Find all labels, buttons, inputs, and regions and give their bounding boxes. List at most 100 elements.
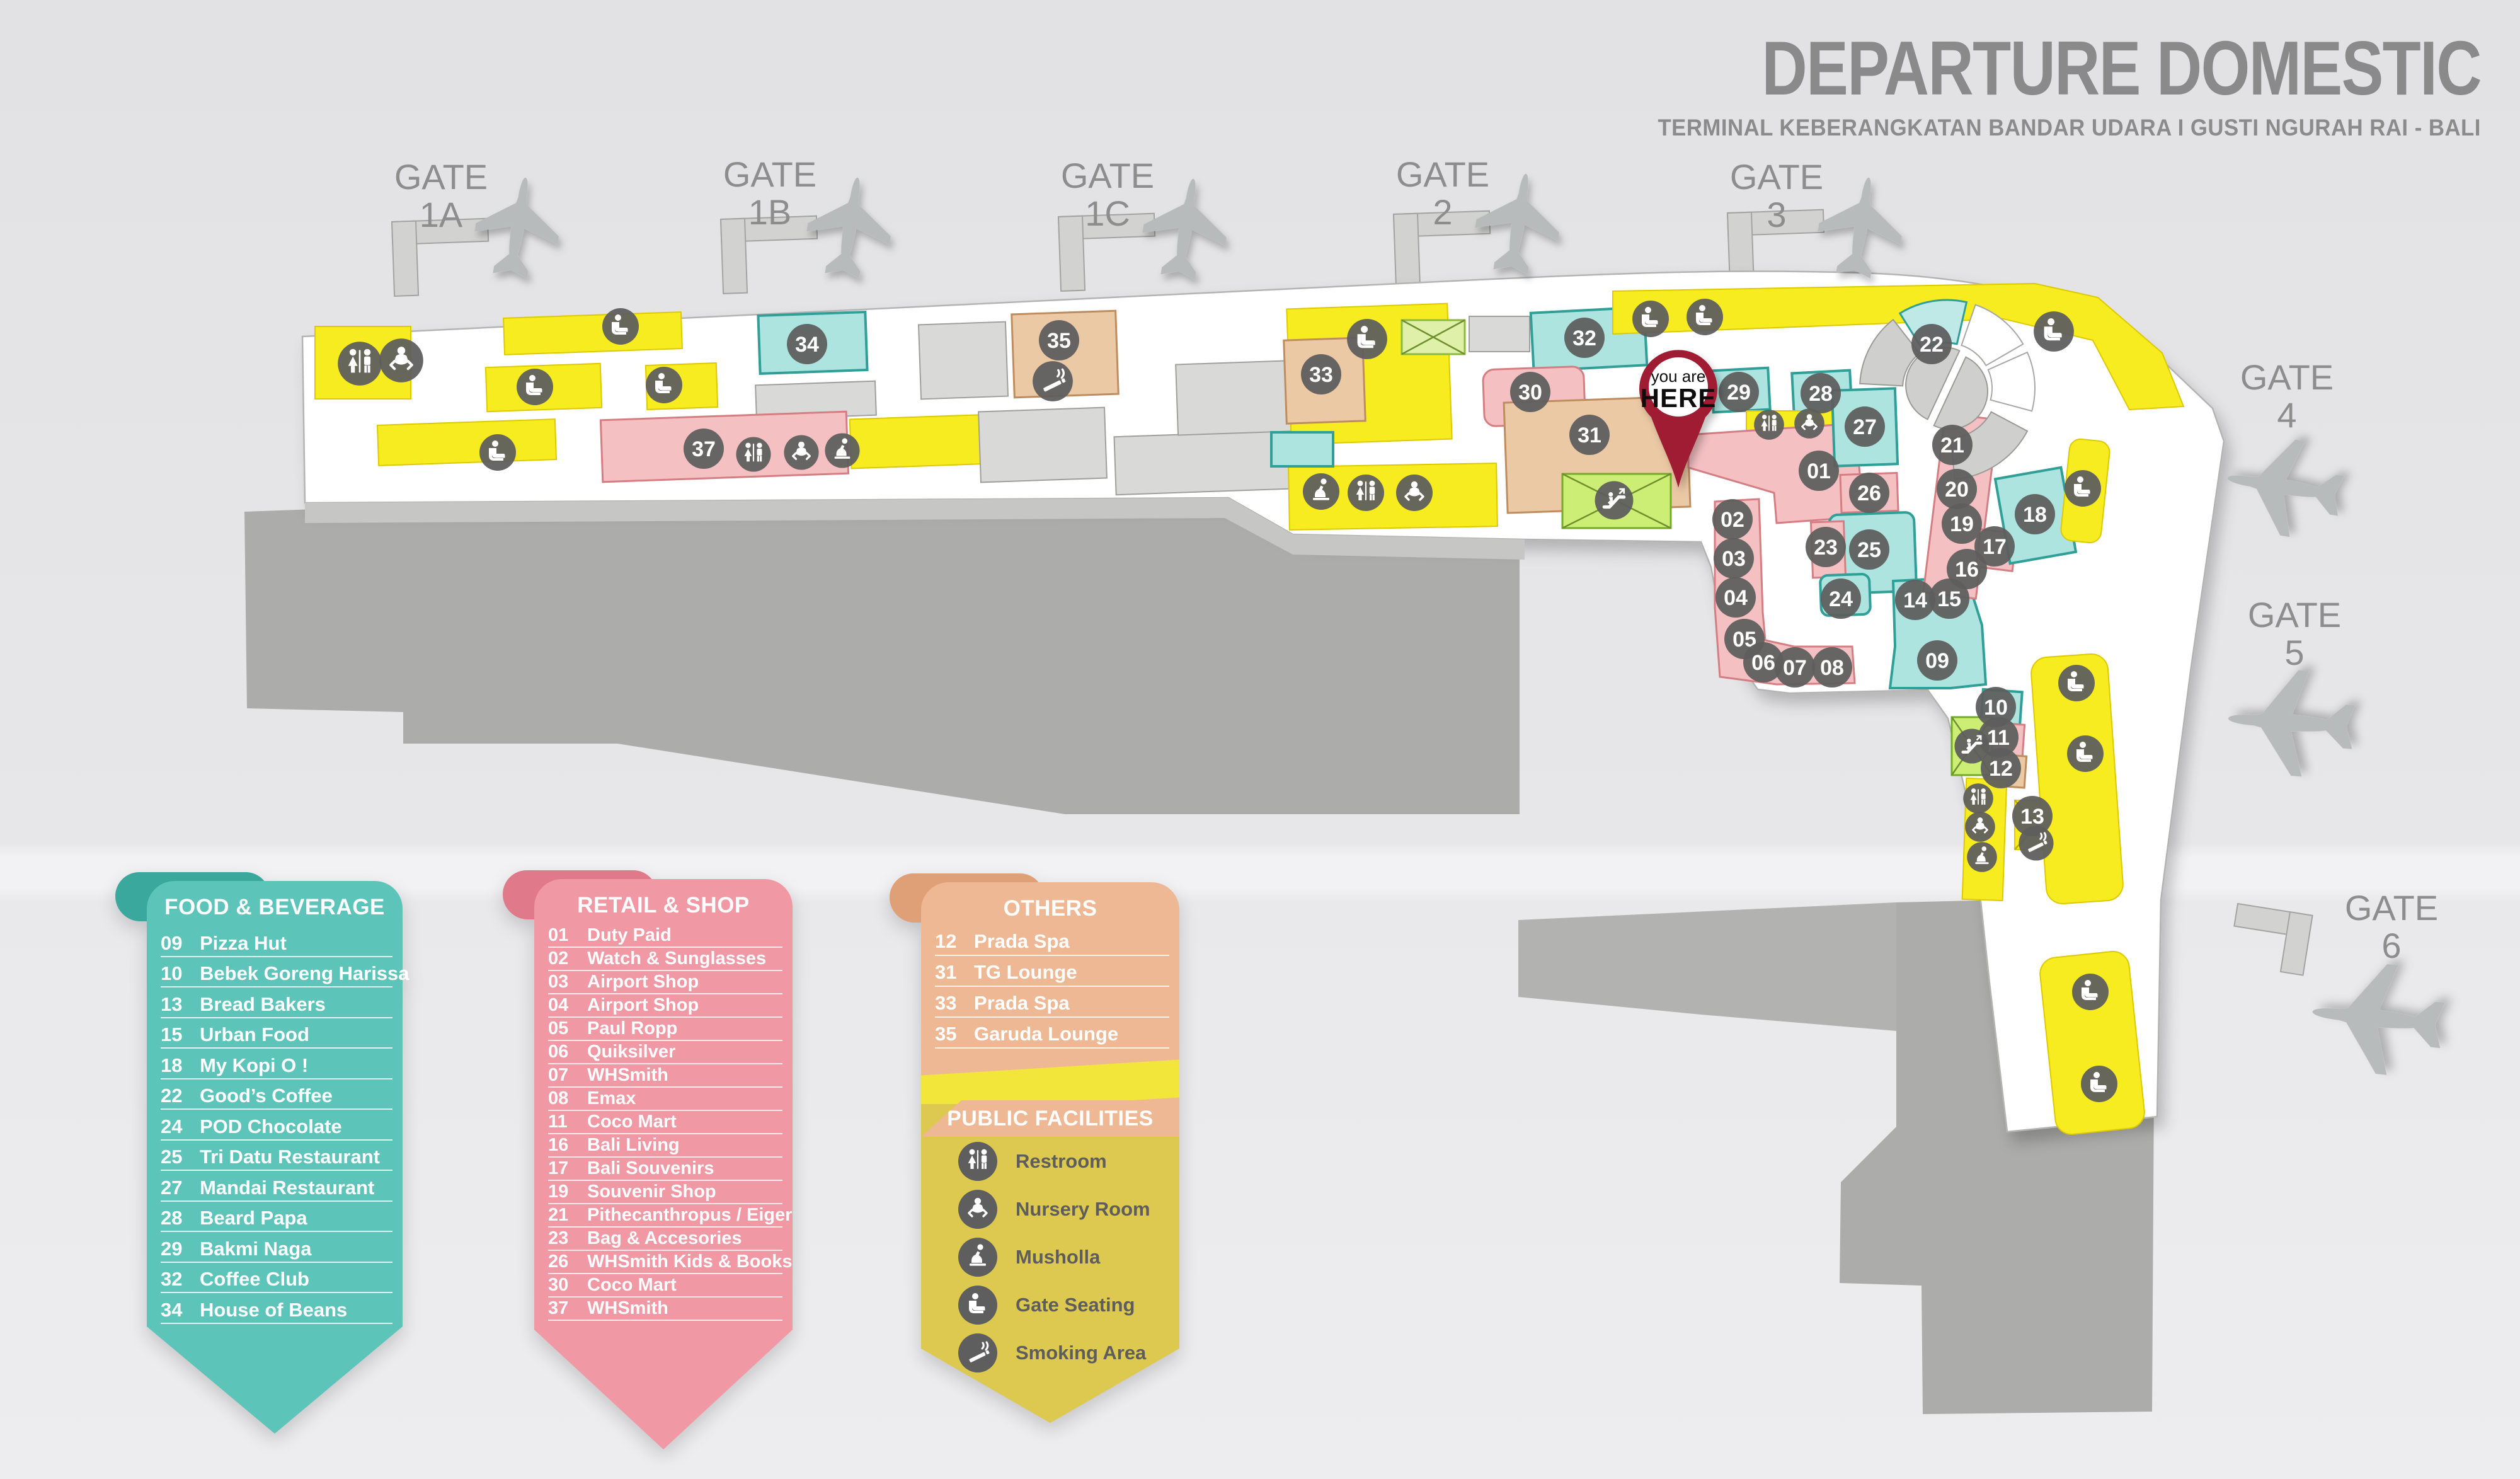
jet-bridge-gate-6 [2233, 902, 2313, 976]
svg-text:22: 22 [1920, 333, 1944, 357]
svg-text:28: 28 [1809, 382, 1833, 406]
legend-row-number: 23 [548, 1228, 569, 1248]
legend-row-number: 01 [548, 925, 569, 945]
legend-row-name: POD Chocolate [200, 1115, 342, 1137]
shop-marker-09: 09 [1917, 640, 1957, 681]
facility-icon [958, 1286, 997, 1325]
shop-marker-34: 34 [787, 324, 827, 364]
musholla-icon [1967, 842, 1997, 872]
legend-row-number: 25 [161, 1146, 183, 1168]
svg-text:02: 02 [1721, 508, 1744, 532]
legend-row: 08 Emax [548, 1088, 782, 1111]
lower-floor-left [244, 478, 1520, 814]
legend-list: 12 Prada Spa 31 TG Lounge 33 Prada Spa 3… [921, 925, 1179, 1049]
shop-marker-08: 08 [1812, 647, 1852, 688]
seat-icon [646, 367, 682, 403]
shop-marker-23: 23 [1806, 527, 1846, 567]
facility-icon [958, 1142, 997, 1181]
legend-row-name: House of Beans [200, 1298, 348, 1321]
svg-text:24: 24 [1829, 587, 1853, 611]
legend-row: 09 Pizza Hut [161, 926, 392, 957]
legend-row-number: 15 [161, 1023, 183, 1045]
legend-row-name: Quiksilver [587, 1042, 676, 1062]
map-zone-yellow [1612, 282, 2185, 411]
shop-marker-06: 06 [1743, 642, 1784, 682]
svg-text:03: 03 [1722, 547, 1746, 571]
seat-icon [1347, 319, 1387, 359]
legend-row-name: Bali Living [587, 1135, 680, 1155]
facilities-list: Restroom Nursery Room Musholla [921, 1142, 1179, 1381]
facilities-title: PUBLIC FACILITIES [921, 1100, 1179, 1137]
svg-text:21: 21 [1940, 434, 1964, 458]
legend-row-number: 12 [935, 930, 957, 952]
facility-icon [958, 1190, 997, 1229]
shop-marker-03: 03 [1714, 538, 1754, 578]
svg-text:17: 17 [1983, 535, 2007, 559]
jet-bridge-gate-1C [1057, 212, 1156, 292]
plaza-segment [1859, 318, 1921, 387]
nursery-icon [379, 338, 423, 383]
legend-row: 02 Watch & Sunglasses [548, 948, 782, 971]
legend-row-number: 37 [548, 1298, 569, 1318]
nursery-icon [1794, 408, 1824, 439]
shop-marker-15: 15 [1929, 578, 1969, 619]
shop-marker-13: 13 [2012, 796, 2053, 836]
shop-marker-33: 33 [1301, 354, 1341, 394]
lower-floor-band-right [1518, 902, 1896, 1031]
legend-row-number: 21 [548, 1205, 569, 1225]
legend-row-number: 17 [548, 1158, 569, 1178]
legend-row: 18 My Kopi O ! [161, 1049, 392, 1079]
svg-text:26: 26 [1857, 481, 1881, 505]
legend-row-number: 32 [161, 1268, 183, 1290]
legend-row-number: 30 [548, 1275, 569, 1295]
svg-text:13: 13 [2020, 805, 2044, 829]
shop-marker-28: 28 [1801, 373, 1841, 413]
legend-row: 04 Airport Shop [548, 994, 782, 1018]
legend-row-name: Pizza Hut [200, 931, 287, 954]
legend-row-name: Airport Shop [587, 972, 699, 992]
panel-title: OTHERS [1003, 896, 1097, 921]
legend-row-name: Pithecanthropus / Eiger [587, 1205, 793, 1225]
svg-text:19: 19 [1950, 512, 1974, 536]
facility-row: Restroom [958, 1142, 1179, 1181]
legend-row-number: 28 [161, 1207, 183, 1229]
legend-row-name: Bakmi Naga [200, 1237, 312, 1260]
legend-row-number: 11 [548, 1112, 568, 1132]
jet-bridge-gate-1B [719, 215, 818, 294]
legend-row: 22 Good’s Coffee [161, 1079, 392, 1110]
legend-row-number: 24 [161, 1115, 183, 1137]
map-zone-gray [917, 321, 1009, 400]
svg-text:27: 27 [1853, 415, 1877, 439]
legend-row: 31 TG Lounge [935, 956, 1169, 987]
legend-row-number: 29 [161, 1237, 183, 1260]
legend-row: 06 Quiksilver [548, 1041, 782, 1064]
legend-row-number: 27 [161, 1176, 183, 1199]
legend-row: 25 Tri Datu Restaurant [161, 1141, 392, 1171]
seat-icon [2034, 311, 2074, 352]
legend-row: 29 Bakmi Naga [161, 1232, 392, 1263]
legend-row: 30 Coco Mart [548, 1274, 782, 1298]
legend-row-name: Mandai Restaurant [200, 1176, 375, 1199]
svg-text:16: 16 [1955, 558, 1979, 582]
jet-bridge-gate-1A [391, 217, 490, 297]
page-subtitle: TERMINAL KEBERANGKATAN BANDAR UDARA I GU… [1658, 115, 2481, 141]
legend-row-name: Watch & Sunglasses [587, 948, 767, 969]
legend-row: 03 Airport Shop [548, 971, 782, 994]
svg-text:08: 08 [1820, 656, 1844, 680]
map-zone-yellow [2030, 653, 2124, 905]
shop-marker-35: 35 [1039, 320, 1079, 360]
svg-text:32: 32 [1572, 326, 1596, 350]
legend-row: 11 Coco Mart [548, 1111, 782, 1134]
legend-row-name: Bebek Goreng Harissa [200, 962, 410, 984]
legend-row: 07 WHSmith [548, 1064, 782, 1088]
legend-list: 09 Pizza Hut 10 Bebek Goreng Harissa 13 … [147, 926, 410, 1324]
legend-row: 12 Prada Spa [935, 925, 1169, 956]
legend-row: 16 Bali Living [548, 1134, 782, 1158]
plaza-segment [1987, 351, 2036, 412]
page-title: DEPARTURE DOMESTIC [1761, 25, 2482, 111]
legend-row-number: 33 [935, 992, 957, 1014]
